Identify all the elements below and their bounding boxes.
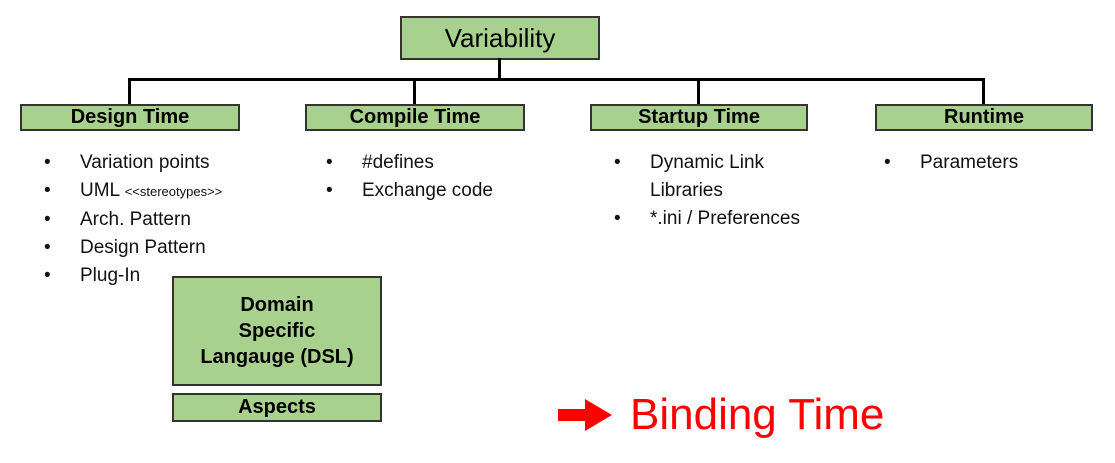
list-item-text: Plug-In [80,265,141,286]
branch-label-design-time: Design Time [70,106,190,128]
variability-root-box: Variability [400,16,600,60]
list-item: #defines [324,149,493,177]
list-item-text: Dynamic Link [650,152,765,173]
connector-drop-runtime [982,78,985,105]
list-item-text: UML [80,180,120,201]
list-item: Design Pattern [42,234,222,262]
dsl-label-line2: Specific [238,320,316,342]
branch-box-runtime: Runtime [875,104,1093,131]
binding-time-label: Binding Time [630,390,885,439]
branch-label-compile-time: Compile Time [349,106,481,128]
connector-drop-startup [697,78,700,105]
aspects-label: Aspects [238,396,316,418]
list-item-text: Arch. Pattern [80,209,191,230]
connector-drop-design [128,78,131,105]
list-item: Variation points [42,149,222,177]
list-item: Arch. Pattern [42,206,222,234]
list-item-text: Parameters [920,152,1019,173]
branch-box-compile-time: Compile Time [305,104,525,131]
branch-label-startup-time: Startup Time [638,106,760,128]
connector-horizontal-line [128,78,984,81]
compile-time-list: #defines Exchange code [324,149,493,205]
list-item: UML <<stereotypes>> [42,177,222,206]
list-item-text: Exchange code [362,180,493,201]
list-item-small-text: <<stereotypes>> [124,184,223,199]
list-item: Exchange code [324,177,493,205]
runtime-list: Parameters [882,149,1018,177]
binding-time-annotation: Binding Time [558,386,884,444]
list-item-text-line2: Libraries [650,180,723,201]
variability-label: Variability [444,22,556,53]
connector-drop-compile [413,78,416,105]
branch-box-startup-time: Startup Time [590,104,808,131]
list-item-text: #defines [362,152,434,173]
design-time-list: Variation points UML <<stereotypes>> Arc… [42,149,222,290]
aspects-box: Aspects [172,393,382,422]
connector-root-stub [498,58,501,80]
dsl-label-line1: Domain [240,294,314,316]
list-item-text: Design Pattern [80,237,206,258]
branch-box-design-time: Design Time [20,104,240,131]
right-arrow-icon [558,399,612,431]
list-item: Dynamic Link Libraries [612,149,832,205]
dsl-box: Domain Specific Langauge (DSL) [172,276,382,386]
list-item-text: *.ini / Preferences [650,208,800,229]
branch-label-runtime: Runtime [944,106,1024,128]
startup-time-list: Dynamic Link Libraries *.ini / Preferenc… [612,149,832,233]
list-item: Parameters [882,149,1018,177]
list-item: *.ini / Preferences [612,205,832,233]
list-item: Plug-In [42,262,222,290]
list-item-text: Variation points [80,152,210,173]
dsl-label-line3: Langauge (DSL) [200,346,354,368]
